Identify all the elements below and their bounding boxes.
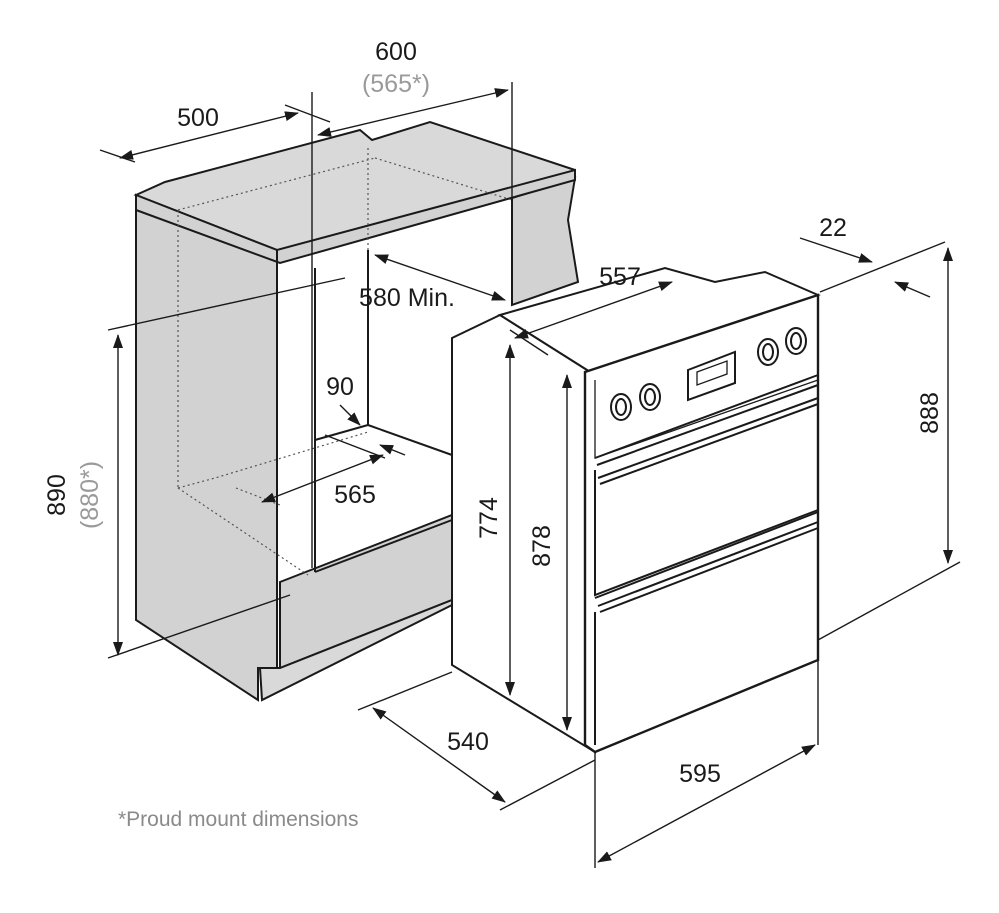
cabinet — [133, 120, 580, 702]
cabinet-right-side — [511, 176, 580, 307]
dimension-lines — [99, 82, 961, 868]
oven — [451, 266, 821, 754]
knob-icon — [762, 343, 774, 361]
dim-565-label: 565 — [334, 481, 376, 509]
knob-icon — [644, 388, 656, 406]
dim-890-label: 890 — [43, 474, 71, 516]
dim-600-label: 600 — [375, 38, 417, 66]
dim-90-label: 90 — [326, 373, 354, 401]
knob-icon — [790, 332, 802, 350]
dim-540-label: 540 — [447, 728, 489, 756]
dim-595-label: 595 — [679, 760, 721, 788]
knob-icon — [615, 398, 627, 416]
dim-880-proud-label: (880*) — [76, 461, 104, 529]
dim-22-label: 22 — [819, 214, 847, 242]
oven-front — [583, 293, 820, 754]
dim-565-proud-label: (565*) — [362, 70, 430, 98]
footnote: *Proud mount dimensions — [118, 808, 358, 831]
dim-774-label: 774 — [475, 497, 503, 539]
dim-888-label: 888 — [916, 392, 944, 434]
dim-500-label: 500 — [177, 104, 219, 132]
dim-580-label: 580 Min. — [359, 284, 455, 312]
display-icon — [687, 350, 736, 402]
dim-878-label: 878 — [528, 525, 556, 567]
dim-557-label: 557 — [599, 263, 641, 291]
oven-side — [451, 313, 596, 754]
